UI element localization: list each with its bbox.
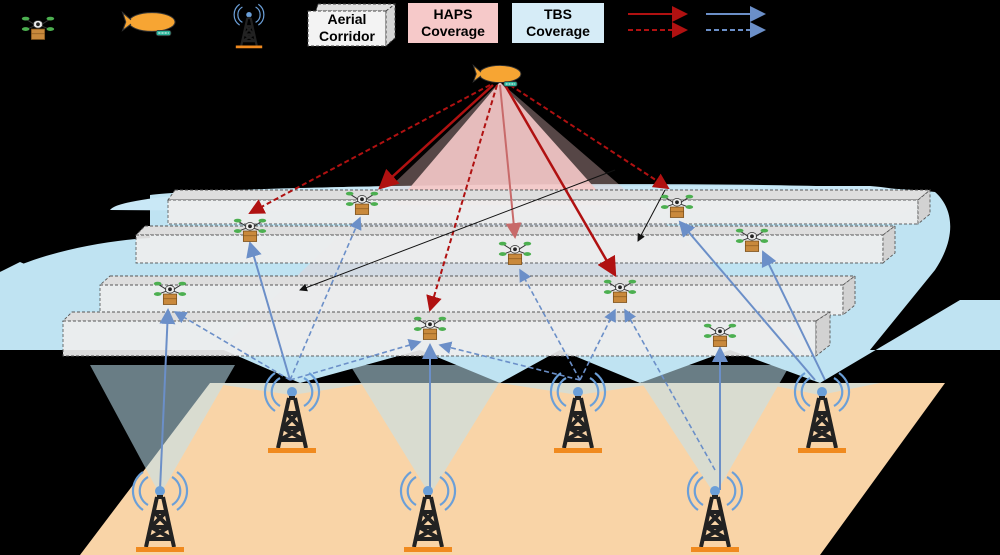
legend-corridor-label-line2: Corridor <box>319 28 375 44</box>
corridor-pointer-arrow <box>299 169 616 292</box>
tbs-dashed-link <box>173 311 291 381</box>
tbs-dashed-link <box>289 216 362 381</box>
legend-tbs-coverage-swatch <box>512 3 604 43</box>
haps-link <box>499 84 522 239</box>
haps-airship-icon <box>472 64 522 87</box>
tbs-link <box>159 308 176 491</box>
legend-haps-coverage-line1: HAPS <box>433 6 473 22</box>
legend-haps-coverage-swatch <box>408 3 498 43</box>
tbs-dashed-links <box>173 216 716 471</box>
legend-haps-icon <box>122 12 176 37</box>
tbs-dashed-link <box>289 338 422 381</box>
legend-haps-coverage-label: HAPS Coverage <box>408 6 498 40</box>
legend-corridor-label: Aerial Corridor <box>308 11 386 45</box>
tbs-dashed-link <box>519 268 581 381</box>
corridor-1 <box>167 189 932 225</box>
corridor-4 <box>61 311 832 357</box>
legend-corridor-swatch <box>307 2 396 48</box>
tbs-link <box>678 220 816 381</box>
tbs-link <box>246 241 291 381</box>
haps-link <box>378 84 494 190</box>
legend-tbs-icon <box>233 3 265 50</box>
legend-haps-coverage-line2: Coverage <box>421 23 485 39</box>
tbs-dashed-link <box>624 308 716 471</box>
legend-tbs-coverage-line2: Coverage <box>526 23 590 39</box>
haps-link <box>503 84 617 278</box>
legend-tbs-coverage-label: TBS Coverage <box>512 6 604 40</box>
haps-links <box>248 84 670 312</box>
tbs-link <box>761 250 826 381</box>
legend <box>21 2 766 50</box>
legend-uav-icon <box>21 16 55 40</box>
legend-corridor-label-line1: Aerial <box>327 11 367 27</box>
pointer-arrows <box>299 169 666 292</box>
tbs-links <box>159 220 826 491</box>
legend-tbs-coverage-line1: TBS <box>544 6 572 22</box>
haps-dashed-link <box>248 84 491 214</box>
corridor-pointer-arrow <box>637 189 666 242</box>
tbs-dashed-link <box>579 308 616 381</box>
haps-dashed-link <box>426 84 498 312</box>
tbs-dashed-link <box>438 341 581 381</box>
